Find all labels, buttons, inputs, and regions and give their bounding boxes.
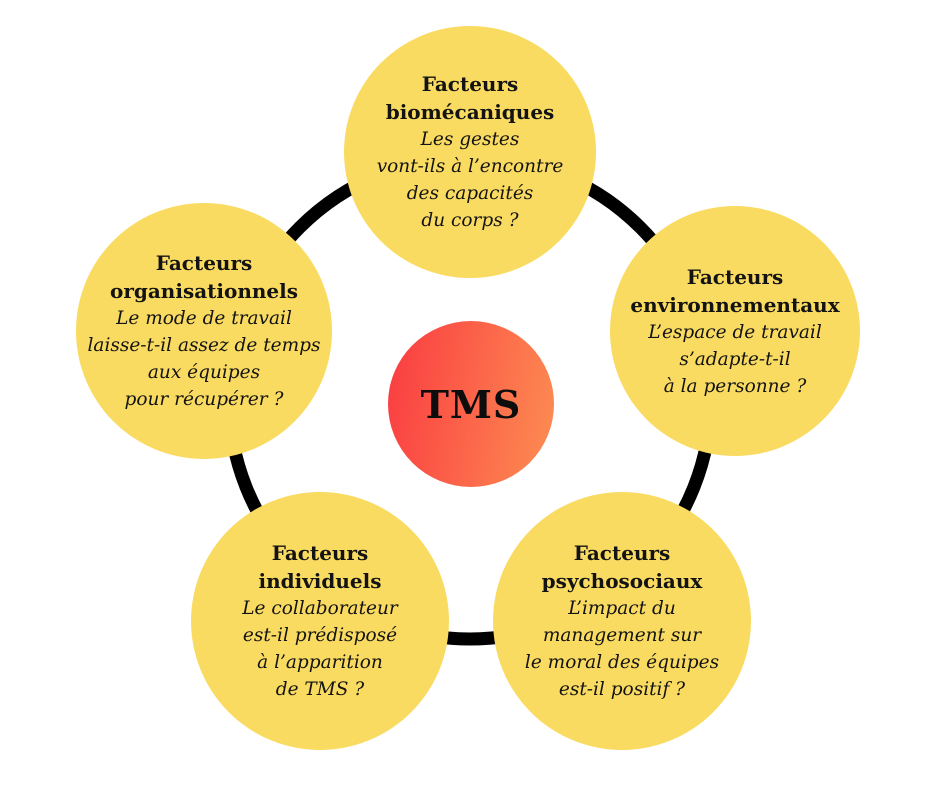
node-facteurs-psychosociaux: Facteurs psychosociaux L’impact du manag…	[493, 492, 751, 750]
node-question-line: Le collaborateur	[242, 598, 398, 619]
node-title: Facteurs individuels	[258, 539, 381, 595]
node-question-line: aux équipes	[147, 362, 261, 383]
node-title-line: Facteurs	[271, 541, 369, 565]
node-question-line: à l’apparition	[257, 652, 383, 673]
node-question-line: à la personne ?	[663, 375, 807, 397]
node-question-line: management sur	[542, 625, 702, 646]
node-facteurs-organisationnels: Facteurs organisationnels Le mode de tra…	[76, 203, 332, 459]
node-title: Facteurs environnementaux	[630, 263, 839, 319]
node-title-line: Facteurs	[421, 72, 519, 96]
node-question-line: laisse-t-il assez de temps	[87, 335, 321, 356]
node-title: Facteurs biomécaniques	[386, 70, 555, 126]
node-title-line: environnementaux	[630, 292, 840, 317]
tms-label: TMS	[420, 381, 522, 427]
node-question-line: pour récupérer ?	[124, 389, 284, 410]
node-question: Les gestes vont-ils à l’encontre des cap…	[377, 126, 564, 234]
node-title-line: psychosociaux	[541, 569, 703, 593]
node-question: Le mode de travail laisse-t-il assez de …	[88, 305, 321, 413]
node-title: Facteurs organisationnels	[110, 249, 298, 305]
node-title-line: biomécaniques	[385, 100, 555, 124]
node-question-line: Les gestes	[420, 129, 520, 150]
tms-center-circle: TMS	[388, 321, 554, 487]
node-question-line: s’adapte-t-il	[679, 348, 791, 370]
node-question-line: est-il positif ?	[558, 679, 686, 700]
node-question-line: du corps ?	[421, 210, 519, 231]
node-question: Le collaborateur est-il prédisposé à l’a…	[242, 595, 397, 703]
node-question-line: L’espace de travail	[648, 321, 822, 343]
node-question-line: des capacités	[406, 183, 534, 204]
node-title-line: organisationnels	[109, 279, 299, 303]
node-title-line: Facteurs	[573, 541, 671, 565]
node-question-line: L’impact du	[568, 598, 676, 619]
node-question: L’impact du management sur le moral des …	[525, 595, 719, 703]
node-title: Facteurs psychosociaux	[542, 539, 703, 595]
node-question-line: de TMS ?	[275, 679, 365, 700]
node-facteurs-environnementaux: Facteurs environnementaux L’espace de tr…	[610, 206, 860, 456]
node-title-line: Facteurs	[155, 251, 253, 275]
node-question-line: Le mode de travail	[116, 308, 292, 329]
node-facteurs-individuels: Facteurs individuels Le collaborateur es…	[191, 492, 449, 750]
node-question-line: vont-ils à l’encontre	[376, 156, 564, 177]
node-facteurs-biomecaniques: Facteurs biomécaniques Les gestes vont-i…	[344, 26, 596, 278]
node-question-line: le moral des équipes	[524, 652, 720, 673]
node-title-line: individuels	[258, 569, 382, 593]
node-question-line: est-il prédisposé	[242, 625, 398, 646]
node-question: L’espace de travail s’adapte-t-il à la p…	[648, 319, 822, 400]
node-title-line: Facteurs	[686, 264, 784, 289]
